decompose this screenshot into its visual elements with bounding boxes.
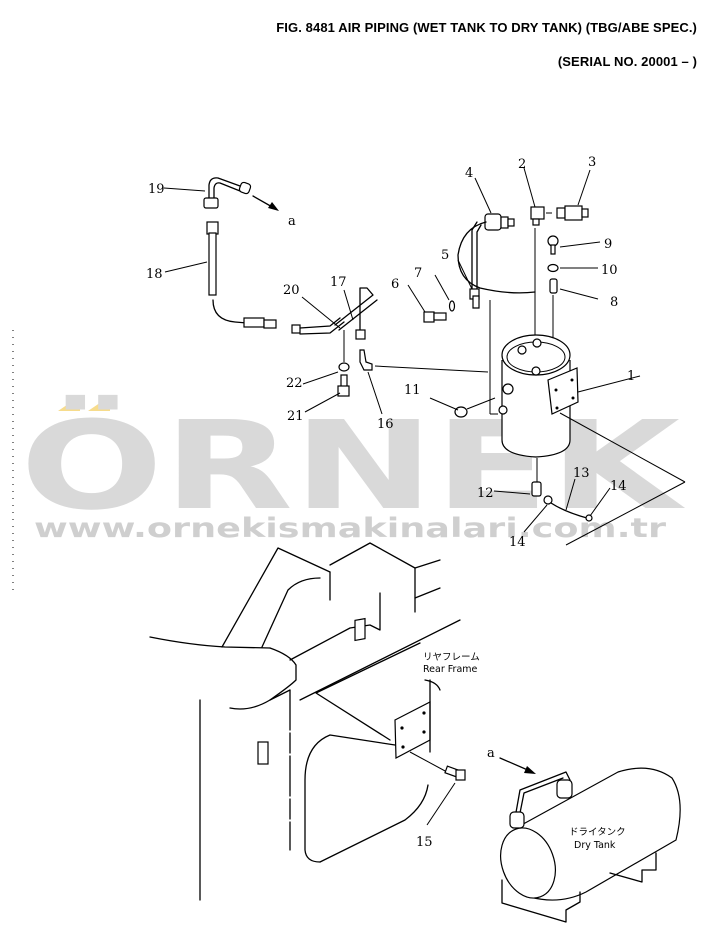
callout-4: 4 [465,166,473,181]
bolt-head-icon [337,385,350,397]
bolt-head-icon [455,769,466,781]
callout-13: 13 [573,466,590,481]
plug-11 [454,406,468,418]
nut-icon [238,181,252,195]
dry-tank-end [500,827,556,899]
callout-9: 9 [604,237,612,252]
rear-frame-label-en: Rear Frame [423,664,478,675]
dry-tank-label-jp: ドライタンク [569,827,626,838]
watermark-accent-icon [88,396,110,411]
serial-number: (SERIAL NO. 20001 – ) [557,54,697,69]
arrow-head-icon [524,766,536,774]
callouts: 1 2 3 4 5 6 7 8 9 10 11 12 13 14 14 15 1… [146,155,635,850]
nut-icon [291,324,301,334]
callout-14b: 14 [509,535,526,550]
hose-18 [208,232,217,296]
leader-lines [163,167,641,826]
callout-19: 19 [148,182,165,197]
rear-frame [149,542,466,901]
hose-end [243,317,265,328]
callout-2: 2 [518,157,526,172]
connection-mark-a-bottom: a [487,746,495,761]
arrow-head-icon [268,202,279,211]
nut-icon [355,329,366,340]
callout-11: 11 [404,383,421,398]
callout-5: 5 [441,248,449,263]
washer-7 [448,300,456,312]
callout-21: 21 [287,409,304,424]
watermark: ÖRNEK www.ornekismakinalari.com.tr [20,395,686,544]
tank-bracket [547,367,579,415]
switch-tip [507,218,515,227]
dry-tank-body [515,767,681,901]
fitting-icon [556,779,573,799]
drain-valve-12 [531,481,542,497]
figure-title: FIG. 8481 AIR PIPING (WET TANK TO DRY TA… [276,20,697,35]
plug-14 [585,514,593,522]
fitting-icon [206,221,219,235]
callout-3: 3 [588,155,596,170]
tee-stub [532,218,540,226]
callout-18: 18 [146,267,163,282]
sensor-body [564,205,583,221]
callout-1: 1 [627,369,635,384]
callout-17: 17 [330,275,347,290]
bolt-21 [340,374,348,388]
callout-14a: 14 [610,479,627,494]
pressure-switch-4 [484,213,502,231]
sensor-tip [581,208,589,218]
callout-22: 22 [286,376,303,391]
callout-15: 15 [416,835,433,850]
nut-icon [263,319,277,329]
callout-8: 8 [610,295,618,310]
mount-plate [394,701,431,759]
elbow-16 [359,349,373,371]
switch-body [500,216,509,229]
bolt-hole-plate [257,741,269,765]
callout-7: 7 [414,266,422,281]
callout-6: 6 [391,277,399,292]
arrow-line [499,757,531,772]
watermark-url: www.ornekismakinalari.com.tr [34,513,667,544]
callout-20: 20 [283,283,300,298]
bolt-head-icon [423,311,435,323]
bolt-6 [433,312,447,321]
callout-10: 10 [601,263,618,278]
watermark-accent-icon [58,396,80,411]
bracket-icon [472,295,480,309]
tee-2 [530,206,545,220]
sensor-3 [556,207,566,219]
clip-8 [549,278,558,294]
wet-tank-1 [498,334,686,546]
pipe-assembly-left [203,177,489,397]
washer-22 [338,362,350,372]
washer-10 [547,263,559,273]
connection-mark-a-top: a [288,214,296,229]
screw-9 [550,244,556,255]
dry-tank: ドライタンク Dry Tank [499,757,681,923]
bolt-hole-plate [354,617,366,642]
callout-12: 12 [477,486,494,501]
rear-frame-label-jp: リヤフレーム [423,652,480,663]
watermark-brand: ÖRNEK [20,395,686,537]
fitting-icon [509,811,525,829]
nut-icon [203,197,219,209]
dry-tank-label-en: Dry Tank [574,840,616,851]
callout-16: 16 [377,417,394,432]
